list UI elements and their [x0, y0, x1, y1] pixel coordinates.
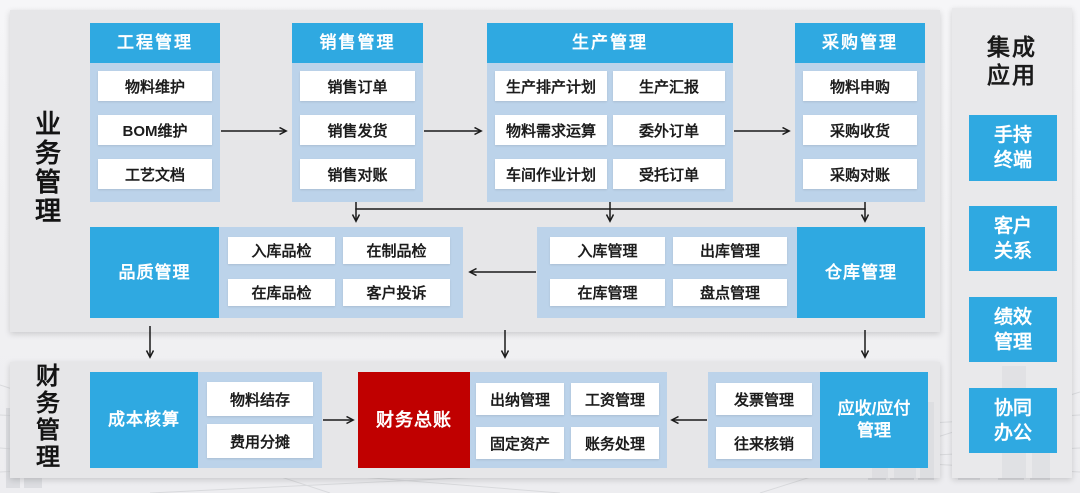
- integration-app-handheld: 手持 终端: [969, 115, 1057, 181]
- receivable-module-line2: 管理: [857, 421, 891, 440]
- business-section-label: 业务管理: [34, 109, 61, 226]
- app-label-line: 终端: [993, 150, 1032, 171]
- finance-ops-item: 账务处理: [571, 427, 659, 459]
- cost-item: 费用分摊: [207, 424, 313, 458]
- app-label-line: 客户: [993, 215, 1032, 237]
- finance-ops-item: 出纳管理: [476, 383, 564, 415]
- purchasing-header: 采购管理: [795, 23, 925, 63]
- engineering-item: 工艺文档: [98, 159, 212, 189]
- app-label-line: 手持: [993, 125, 1032, 146]
- receivable-item: 往来核销: [716, 427, 812, 459]
- integration-app-collaboration: 协同 办公: [969, 388, 1057, 453]
- cost-item: 物料结存: [207, 382, 313, 416]
- production-header: 生产管理: [487, 23, 733, 63]
- production-item: 生产排产计划: [495, 71, 607, 101]
- cost-module-box: 成本核算: [90, 372, 198, 468]
- receivable-item: 发票管理: [716, 383, 812, 415]
- app-label-line: 管理: [993, 331, 1032, 353]
- warehouse-item: 盘点管理: [673, 279, 787, 306]
- general-ledger-box: 财务总账: [358, 372, 470, 468]
- production-item: 受托订单: [613, 159, 725, 189]
- warehouse-item: 出库管理: [673, 237, 787, 264]
- quality-item: 客户投诉: [343, 279, 450, 306]
- quality-item: 入库品检: [228, 237, 335, 264]
- sales-item: 销售发货: [300, 115, 415, 145]
- finance-ops-item: 固定资产: [476, 427, 564, 459]
- app-label-line: 办公: [993, 422, 1032, 444]
- finance-ops-item: 工资管理: [571, 383, 659, 415]
- sales-header: 销售管理: [292, 23, 423, 63]
- production-item: 委外订单: [613, 115, 725, 145]
- integration-title-line2: 应用: [987, 62, 1037, 88]
- receivable-module-line1: 应收/应付: [837, 399, 911, 418]
- purchasing-item: 采购收货: [803, 115, 917, 145]
- production-item: 生产汇报: [613, 71, 725, 101]
- engineering-item: 物料维护: [98, 71, 212, 101]
- integration-title: 集成 应用: [952, 33, 1072, 89]
- purchasing-item: 物料申购: [803, 71, 917, 101]
- warehouse-item: 在库管理: [550, 279, 665, 306]
- integration-app-performance: 绩效 管理: [969, 297, 1057, 362]
- quality-item: 在库品检: [228, 279, 335, 306]
- warehouse-item: 入库管理: [550, 237, 665, 264]
- production-item: 车间作业计划: [495, 159, 607, 189]
- sales-item: 销售对账: [300, 159, 415, 189]
- sales-item: 销售订单: [300, 71, 415, 101]
- app-label-line: 协同: [993, 397, 1032, 419]
- integration-title-line1: 集成: [987, 34, 1037, 60]
- integration-app-crm: 客户 关系: [969, 206, 1057, 271]
- production-item: 物料需求运算: [495, 115, 607, 145]
- engineering-header: 工程管理: [90, 23, 220, 63]
- purchasing-item: 采购对账: [803, 159, 917, 189]
- engineering-item: BOM维护: [98, 115, 212, 145]
- finance-section-label: 财务管理: [36, 363, 60, 471]
- quality-item: 在制品检: [343, 237, 450, 264]
- quality-module-box: 品质管理: [90, 227, 219, 318]
- app-label-line: 关系: [993, 240, 1032, 262]
- receivable-module-box: 应收/应付 管理: [820, 372, 928, 468]
- app-label-line: 绩效: [993, 306, 1032, 328]
- warehouse-module-box: 仓库管理: [797, 227, 925, 318]
